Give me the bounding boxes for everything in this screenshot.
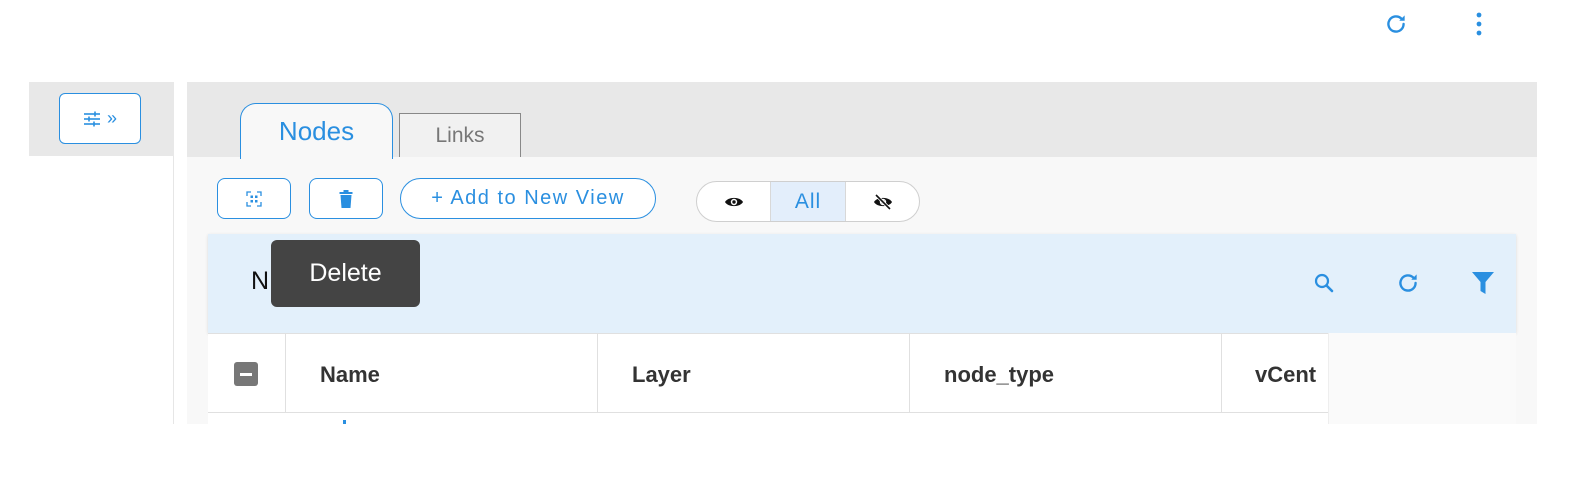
grid-toolbar [208, 234, 1516, 333]
show-all-option[interactable]: All [770, 182, 846, 221]
tooltip-text: Delete [309, 259, 382, 287]
refresh-icon [1387, 15, 1405, 33]
grid-refresh-button[interactable] [1390, 265, 1426, 301]
column-header-vcenter[interactable]: vCent [1255, 362, 1317, 387]
show-all-label: All [794, 189, 822, 213]
grid-title: N [251, 267, 270, 295]
tab-nodes-label: Nodes [278, 116, 355, 146]
add-to-new-view-label: + Add to New View [431, 187, 625, 209]
column-header-name[interactable]: Name [320, 362, 380, 387]
more-vertical-icon [1476, 12, 1482, 36]
page-bottom-blank [0, 424, 1584, 490]
show-hidden-option[interactable] [846, 182, 919, 221]
column-header-node-type[interactable]: node_type [944, 362, 1055, 387]
tab-nodes[interactable]: Nodes [240, 103, 393, 159]
column-divider [1221, 333, 1222, 424]
grid-filter-button[interactable] [1465, 265, 1501, 301]
column-divider [597, 333, 598, 424]
search-icon [1314, 273, 1334, 293]
add-to-new-view-button[interactable]: + Add to New View [400, 178, 656, 219]
row-link-fragment [343, 420, 346, 424]
select-all-icon [246, 190, 262, 207]
tab-links[interactable]: Links [399, 113, 521, 157]
refresh-icon [1399, 274, 1417, 292]
delete-tooltip: Delete [271, 240, 420, 307]
more-menu-button[interactable] [1463, 8, 1495, 40]
eye-off-icon [873, 193, 892, 210]
select-all-checkbox[interactable] [234, 362, 258, 386]
tab-links-label: Links [435, 123, 485, 147]
eye-icon [724, 197, 743, 206]
column-divider [285, 333, 286, 424]
pinned-column-area [1328, 333, 1516, 424]
refresh-button[interactable] [1380, 8, 1412, 40]
filter-icon [1472, 272, 1494, 294]
expand-sidebar-button[interactable]: » [59, 93, 141, 144]
grid-search-button[interactable] [1306, 265, 1342, 301]
grid-header-row [208, 333, 1516, 413]
visibility-toggle: All [696, 181, 920, 222]
column-header-layer[interactable]: Layer [632, 362, 691, 387]
select-nodes-button[interactable] [217, 178, 291, 219]
sidebar-divider [173, 156, 174, 424]
trash-icon [339, 189, 353, 208]
expand-chevrons: » [106, 108, 117, 128]
filter-settings-icon [83, 111, 100, 126]
delete-button[interactable] [309, 178, 383, 219]
column-divider [909, 333, 910, 424]
show-visible-option[interactable] [697, 182, 770, 221]
table-row [208, 413, 1328, 424]
